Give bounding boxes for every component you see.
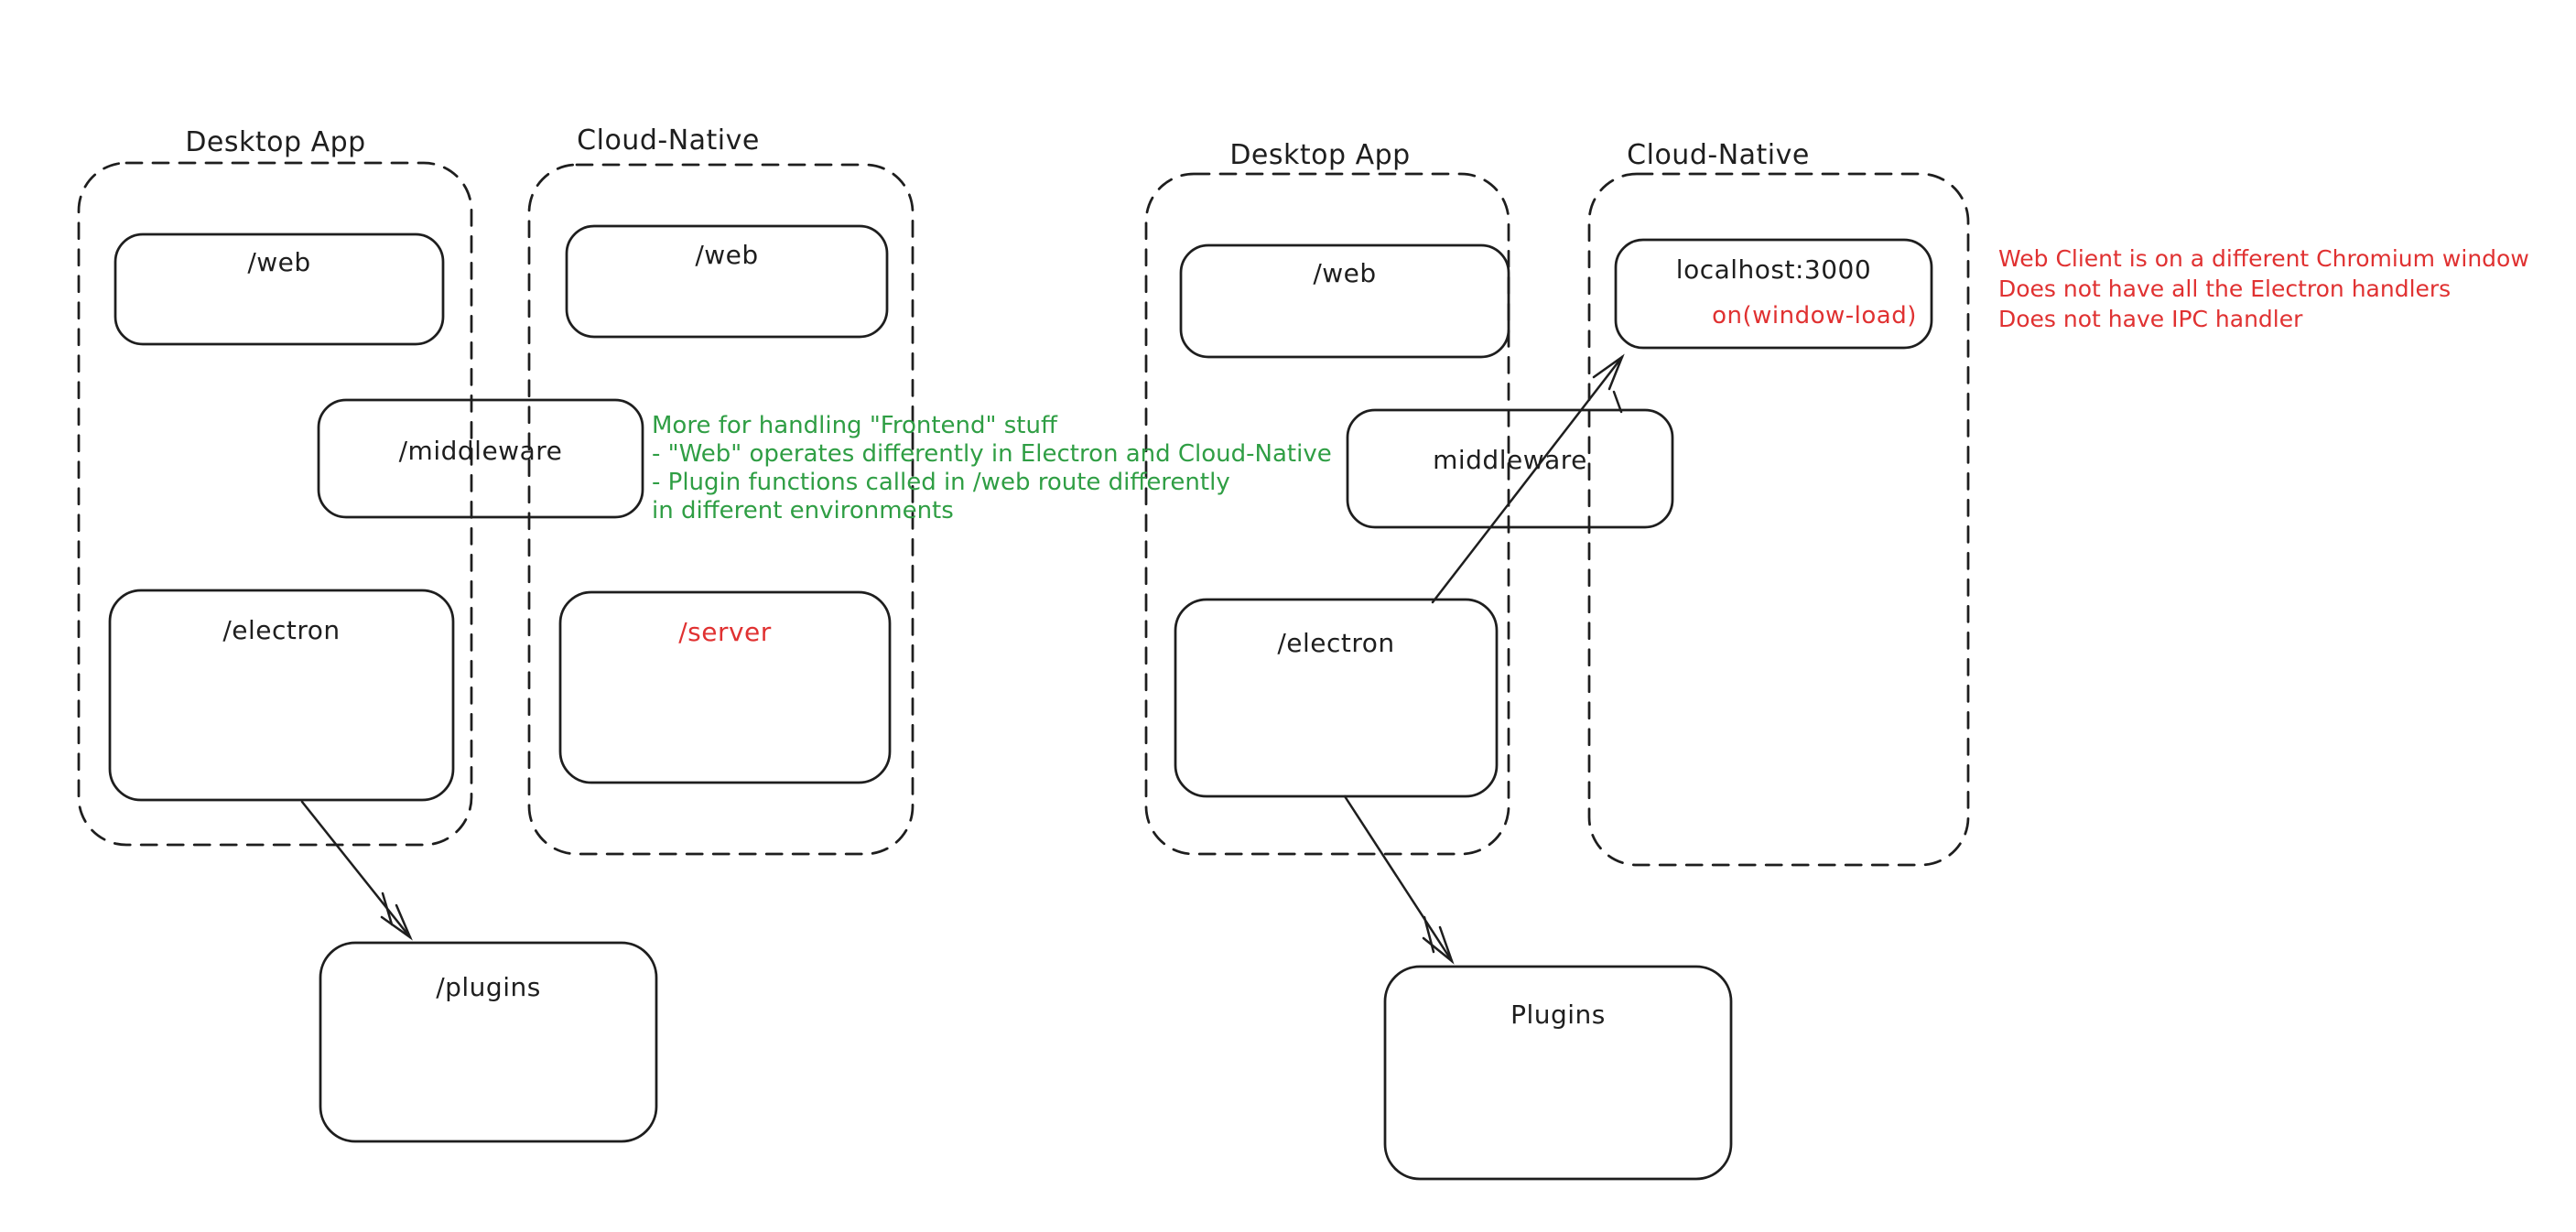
container-desktop-app-right[interactable]	[1144, 172, 1510, 856]
label-electron-left[interactable]: /electron	[222, 615, 341, 645]
box-web-desktop-left[interactable]	[114, 232, 445, 346]
title-cloud-native-left[interactable]: Cloud-Native	[577, 124, 760, 157]
box-localhost-right[interactable]	[1614, 238, 1933, 350]
container-cloud-native-right[interactable]	[1587, 172, 1970, 867]
green-note-line-3: - Plugin functions called in /web route …	[652, 469, 1230, 496]
box-web-cloud-left[interactable]	[565, 224, 889, 339]
container-cloud-native-left[interactable]	[527, 163, 915, 856]
red-note-line-2: Does not have all the Electron handlers	[1998, 276, 2452, 302]
title-desktop-app-left[interactable]: Desktop App	[185, 126, 366, 158]
label-electron-right[interactable]: /electron	[1277, 628, 1395, 658]
label-plugins-left[interactable]: /plugins	[436, 972, 541, 1002]
label-plugins-right[interactable]: Plugins	[1510, 1000, 1606, 1030]
label-window-load-right[interactable]: on(window-load)	[1712, 302, 1917, 330]
box-plugins-left[interactable]	[319, 941, 658, 1143]
box-plugins-right[interactable]	[1383, 965, 1733, 1181]
red-note-line-3: Does not have IPC handler	[1998, 306, 2303, 332]
label-middleware-right[interactable]: middleware	[1433, 445, 1587, 475]
label-web-desktop-left[interactable]: /web	[247, 247, 311, 277]
box-web-right[interactable]	[1179, 243, 1510, 359]
red-annotation-note[interactable]: Web Client is on a different Chromium wi…	[1998, 243, 2529, 334]
label-server-left[interactable]: /server	[678, 617, 772, 647]
box-middleware-right[interactable]	[1346, 408, 1674, 529]
green-annotation-note[interactable]: More for handling "Frontend" stuff - "We…	[652, 412, 1332, 525]
arrow-electron-to-plugins-right[interactable]	[1343, 794, 1455, 965]
box-electron-right[interactable]	[1174, 598, 1499, 798]
green-note-line-1: More for handling "Frontend" stuff	[652, 412, 1057, 439]
title-cloud-native-right[interactable]: Cloud-Native	[1627, 139, 1810, 171]
red-note-line-1: Web Client is on a different Chromium wi…	[1998, 245, 2529, 272]
arrow-electron-to-localhost-right[interactable]	[1431, 353, 1625, 604]
green-note-line-4: in different environments	[652, 497, 954, 524]
green-note-line-2: - "Web" operates differently in Electron…	[652, 440, 1332, 468]
title-desktop-app-right[interactable]: Desktop App	[1229, 139, 1411, 171]
box-electron-left[interactable]	[108, 589, 455, 802]
label-web-right[interactable]: /web	[1313, 258, 1377, 288]
label-localhost-right[interactable]: localhost:3000	[1675, 254, 1872, 285]
container-desktop-app-left[interactable]	[77, 161, 473, 847]
label-middleware-left[interactable]: /middleware	[398, 436, 563, 466]
box-middleware-left[interactable]	[317, 398, 644, 519]
box-server-left[interactable]	[558, 590, 892, 784]
label-web-cloud-left[interactable]: /web	[695, 240, 759, 270]
arrow-electron-to-plugins-left[interactable]	[300, 800, 413, 941]
